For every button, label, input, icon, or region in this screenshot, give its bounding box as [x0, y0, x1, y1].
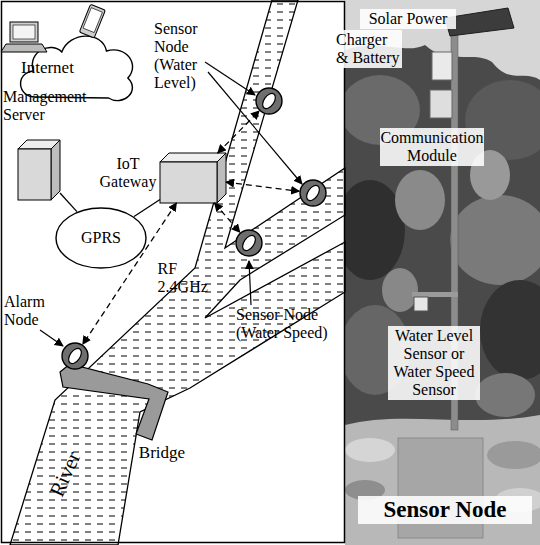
- rf-link: [215, 203, 240, 232]
- riverbed: [345, 415, 540, 545]
- rock: [345, 438, 395, 462]
- foliage: [480, 280, 540, 380]
- river: [10, 0, 345, 545]
- gprs-ellipse: GPRS: [55, 207, 147, 269]
- sensor-node-circle-outline: [254, 86, 284, 116]
- wired-link: [60, 193, 77, 212]
- gateway-box-outline: [160, 153, 226, 203]
- sensor-node-circle-outline: [234, 228, 264, 258]
- gateway-box: IoT Gateway: [160, 153, 226, 203]
- node-core: [304, 183, 322, 203]
- foliage: [395, 170, 445, 230]
- node-ring: [256, 88, 282, 114]
- node-label: Sensor Node (Water Speed): [236, 306, 340, 342]
- node-label: GPRS: [55, 229, 147, 247]
- edge-label: RF 2.4GHz: [158, 260, 212, 296]
- node-label: Sensor Node (Water Level): [154, 20, 216, 92]
- alarm-node-circle: Alarm Node: [60, 341, 90, 371]
- node-ring: [300, 180, 326, 206]
- node-core: [260, 91, 278, 111]
- box-front: [18, 149, 51, 200]
- node-label: Alarm Node: [4, 293, 56, 329]
- server-box: Management Server: [18, 140, 60, 200]
- text-label: Communication Module: [380, 128, 484, 166]
- node-ring: [62, 343, 88, 369]
- box-side: [51, 140, 60, 200]
- sensor-node-circle: Sensor Node (Water Speed): [234, 228, 264, 258]
- phone-body: [79, 4, 105, 38]
- network-ellipse: [56, 208, 146, 268]
- wired-link: [134, 200, 160, 217]
- sensor-arm: [412, 292, 458, 297]
- foliage: [382, 268, 418, 312]
- node-core: [240, 233, 258, 253]
- callout-leader: [205, 62, 255, 95]
- box-side: [217, 153, 226, 203]
- charger-box: [432, 52, 452, 80]
- node-ring: [236, 230, 262, 256]
- sensor-node-photo: [345, 0, 540, 545]
- laptop-display: [13, 25, 35, 39]
- sensor-node-circle-outline: [298, 178, 328, 208]
- box-top: [160, 153, 226, 162]
- text-label: Charger & Battery: [336, 30, 402, 68]
- smartphone: [79, 4, 105, 38]
- rock: [487, 441, 540, 469]
- text-label: Sensor Node: [358, 496, 532, 524]
- phone-screen: [83, 8, 102, 33]
- sensor-box: [414, 297, 428, 311]
- foliage: [475, 373, 535, 417]
- server-box-outline: [18, 140, 60, 200]
- battery-box: [430, 90, 452, 118]
- node-label: Internet: [21, 58, 101, 78]
- laptop-base: [1, 44, 47, 52]
- sensor-node-circle: [298, 178, 328, 208]
- box-front: [160, 162, 217, 203]
- text-label: Water Level Sensor or Water Speed Sensor: [388, 326, 480, 400]
- laptop-screen: [10, 22, 38, 42]
- bridge: [60, 364, 168, 440]
- rf-link: [226, 182, 299, 191]
- rf-link: [218, 111, 259, 153]
- foliage: [450, 195, 540, 285]
- alarm-node-circle-outline: [60, 341, 90, 371]
- node-label: IoT Gateway: [96, 155, 160, 191]
- node-core: [66, 346, 84, 366]
- text-label: Solar Power: [360, 9, 456, 29]
- panel-border: [2, 2, 345, 543]
- callout-leader: [40, 330, 63, 346]
- text-label: Bridge: [132, 443, 192, 463]
- callout-leader: [249, 261, 251, 305]
- sensor-node-circle: Sensor Node (Water Level): [254, 86, 284, 116]
- node-label: Management Server: [3, 88, 95, 124]
